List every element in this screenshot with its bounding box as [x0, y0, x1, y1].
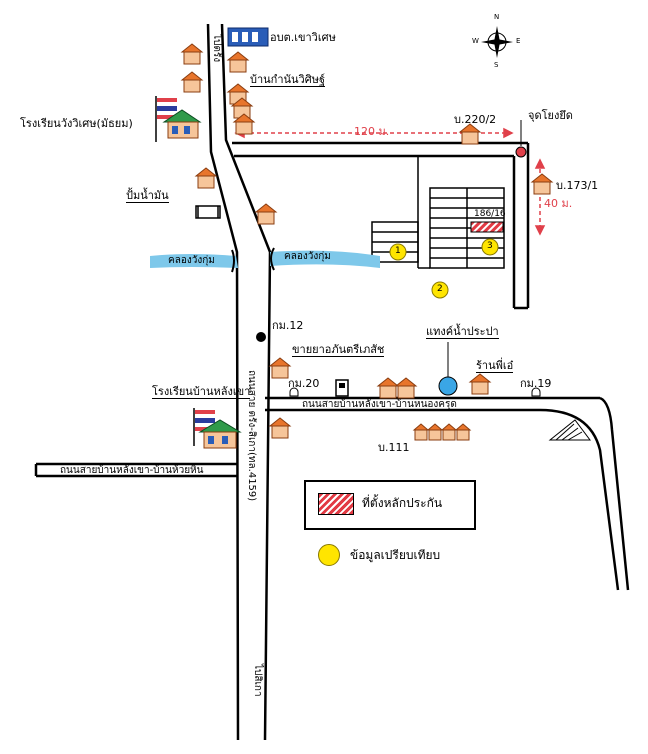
- road-huai-hin: [34, 462, 238, 478]
- sao-building: [227, 27, 269, 47]
- compass-e: E: [516, 37, 521, 45]
- subdivision-block: [417, 156, 505, 269]
- marker-2-label: 2: [437, 284, 443, 294]
- label-highway-vertical: ถนนสาย ตรัง-สิเกา(ทล.4159): [246, 370, 257, 502]
- label-school-wiset: โรงเรียนวังวิเศษ(มัธยม): [20, 117, 133, 130]
- water-tank-marker: [438, 376, 458, 396]
- km12-dot: [256, 332, 266, 342]
- label-dist-120: 120 ม.: [354, 125, 390, 138]
- canal: [150, 250, 380, 268]
- compass-rose: [481, 26, 513, 58]
- label-moo-220: บ.220/2: [454, 113, 497, 126]
- houses: [180, 43, 554, 441]
- bridge: [231, 247, 275, 273]
- legend-hatch-swatch: [318, 493, 354, 515]
- terrain-hatch: [548, 419, 591, 441]
- comparison-markers: [389, 238, 499, 299]
- label-km20: กม.20: [288, 377, 320, 390]
- label-junction: จุดโยงยึด: [528, 109, 573, 122]
- left-block: [371, 221, 419, 263]
- marker-1-label: 1: [395, 246, 401, 256]
- legend-comparison-label: ข้อมูลเปรียบเทียบ: [350, 548, 441, 562]
- km-posts: [289, 387, 541, 397]
- label-road-top: ไปตรัง: [211, 34, 222, 63]
- compass-w: W: [472, 37, 479, 45]
- east-road-top: [232, 141, 530, 310]
- school-lang-khao-building: [193, 408, 242, 449]
- label-moo-173: บ.173/1: [556, 179, 599, 192]
- label-moo-111: บ.111: [378, 441, 410, 454]
- legend-box: ที่ตั้งหลักประกัน: [304, 480, 476, 530]
- school-wiset-building: [155, 96, 202, 142]
- label-pharmacy: ขายยาอภันตรีเภสัช: [292, 343, 385, 357]
- label-sao: อบต.เขาวิเศษ: [270, 31, 336, 44]
- label-water-tank: แทงค์น้ำประปา: [426, 325, 499, 339]
- label-ban-kamnan: บ้านกำนันวิศิษฐ์: [250, 73, 326, 87]
- fuel-icon: [335, 379, 349, 397]
- label-canal-right: คลองวังกุ่ม: [284, 251, 331, 262]
- label-shop: ร้านพี่เอ๋: [476, 359, 514, 373]
- compass-n: N: [494, 13, 500, 21]
- junction-point: [515, 120, 527, 158]
- main-highway: [206, 23, 272, 741]
- label-km19: กม.19: [520, 377, 552, 390]
- label-pump: ปั้มน้ำมัน: [126, 189, 169, 203]
- compass-s: S: [494, 61, 499, 69]
- label-km12: กม.12: [272, 319, 304, 332]
- marker-3-label: 3: [487, 241, 493, 251]
- label-road-nong-krut: ถนนสายบ้านหลังเขา-บ้านหนองครุด: [302, 399, 457, 410]
- gas-station: [195, 205, 221, 219]
- label-dist-40: 40 ม.: [544, 197, 573, 210]
- road-nong-krut: [265, 396, 630, 591]
- collateral-plot: [470, 221, 504, 233]
- legend-comparison-swatch: [318, 544, 340, 566]
- label-road-huai-hin: ถนนสายบ้านหลังเขา-บ้านห้วยหิน: [60, 465, 204, 476]
- label-road-bottom: ไปสิเกา: [252, 664, 263, 697]
- label-canal-left: คลองวังกุ่ม: [168, 255, 215, 266]
- label-school-lang-khao: โรงเรียนบ้านหลังเขา: [152, 385, 251, 399]
- label-plot-no: 186/16: [474, 209, 506, 219]
- legend-collateral-label: ที่ตั้งหลักประกัน: [362, 496, 443, 510]
